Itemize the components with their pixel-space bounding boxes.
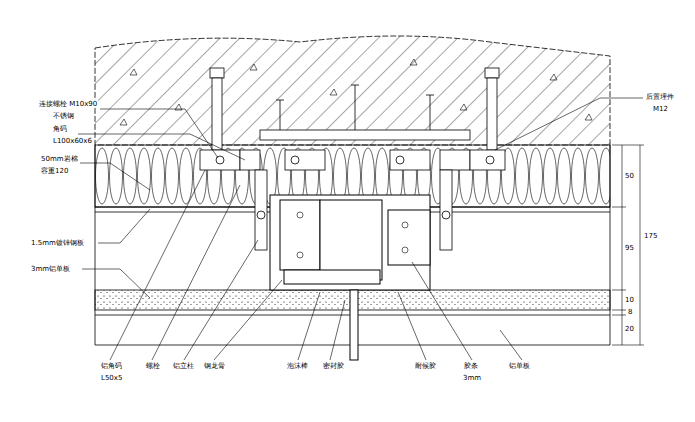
part-label: 95 bbox=[624, 244, 635, 252]
part-label: 3mm铝单板 bbox=[30, 265, 71, 273]
part-label: 8 bbox=[627, 308, 633, 316]
part-label: 螺栓 bbox=[145, 362, 161, 370]
part-label: 后置埋件 bbox=[645, 93, 675, 101]
part-label: 50mm岩棉 bbox=[40, 155, 79, 163]
part-label: 泡沫棒 bbox=[286, 362, 309, 370]
part-label: 容重120 bbox=[40, 167, 69, 175]
part-label: 铝单板 bbox=[508, 362, 531, 370]
part-label: 密封胶 bbox=[322, 362, 345, 370]
part-label: 耐候胶 bbox=[414, 362, 437, 370]
part-label: 角码 bbox=[52, 125, 68, 133]
part-label: 钢龙骨 bbox=[203, 362, 226, 370]
part-label: 20 bbox=[624, 325, 635, 333]
part-label: 铝立柱 bbox=[172, 362, 195, 370]
part-label: 50 bbox=[624, 172, 635, 180]
part-label: L100x60x6 bbox=[52, 137, 93, 145]
part-label: L50x5 bbox=[100, 374, 123, 382]
part-label: 连接螺栓 M10x90 bbox=[38, 100, 98, 108]
part-label: 胶条 bbox=[463, 362, 479, 370]
part-label: M12 bbox=[652, 105, 669, 113]
part-label: 175 bbox=[643, 232, 658, 240]
part-label: 不锈钢 bbox=[52, 112, 75, 120]
part-label: 1.5mm镀锌钢板 bbox=[30, 239, 85, 247]
part-label: 10 bbox=[624, 296, 635, 304]
part-label: 铝角码 bbox=[100, 362, 123, 370]
part-label: 3mm bbox=[462, 374, 482, 382]
